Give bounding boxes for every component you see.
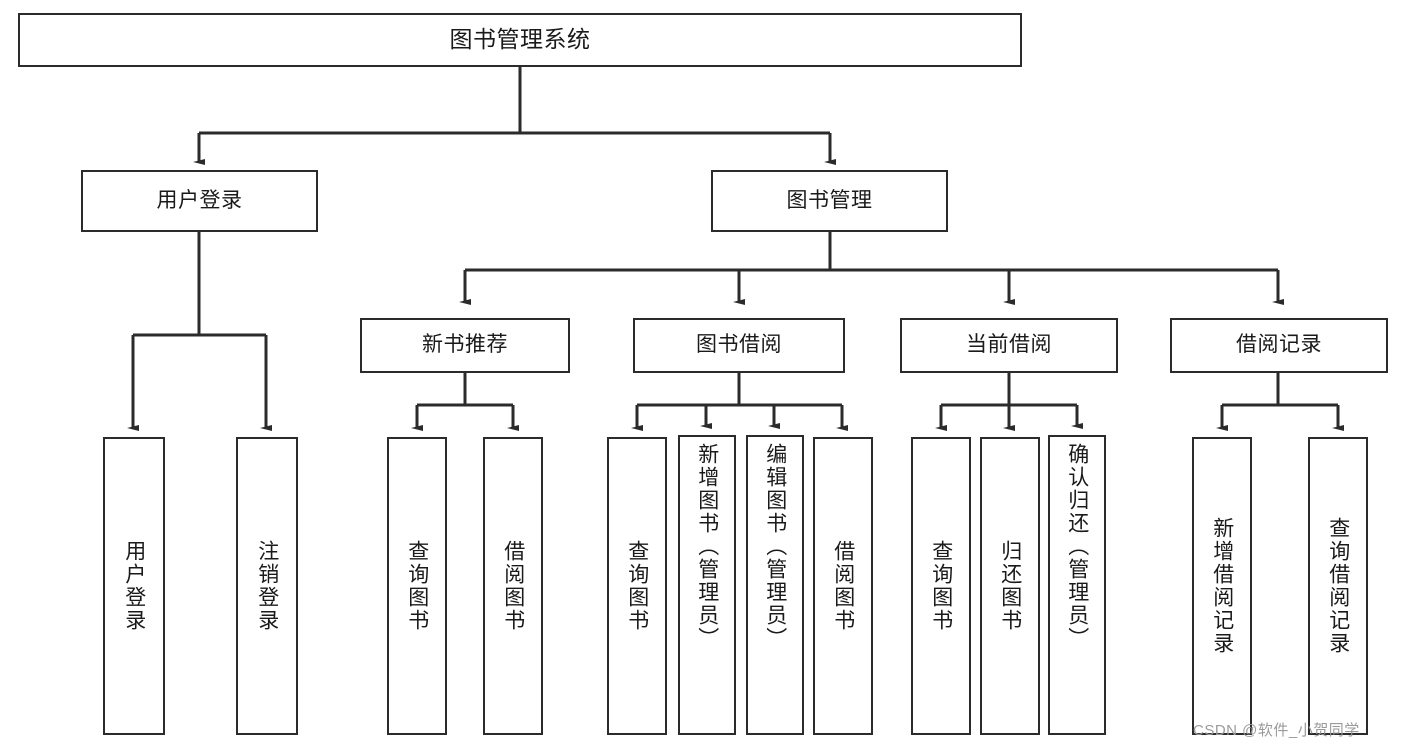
node-leaf-query-record[interactable]: 查询借阅记录 [1308, 437, 1368, 735]
node-book-manage-label: 图书管理 [786, 188, 873, 212]
node-leaf-query-book-1[interactable]: 查询图书 [387, 437, 447, 735]
node-leaf-return-book[interactable]: 归还图书 [980, 437, 1040, 735]
node-leaf-edit-book-label: 编辑图书（管理员） [763, 443, 787, 650]
node-leaf-query-book-1-label: 查询图书 [405, 540, 429, 632]
node-leaf-query-record-label: 查询借阅记录 [1326, 517, 1350, 655]
node-leaf-borrow-book-2[interactable]: 借阅图书 [813, 437, 873, 735]
node-leaf-borrow-book-1[interactable]: 借阅图书 [483, 437, 543, 735]
node-book-borrow-label: 图书借阅 [696, 333, 782, 357]
node-new-book-recommend-label: 新书推荐 [422, 333, 508, 357]
node-leaf-query-book-2[interactable]: 查询图书 [607, 437, 667, 735]
node-book-manage[interactable]: 图书管理 [711, 170, 948, 232]
node-current-borrow-label: 当前借阅 [966, 333, 1052, 357]
node-user-login[interactable]: 用户登录 [81, 170, 318, 232]
node-leaf-add-record-label: 新增借阅记录 [1210, 517, 1234, 655]
node-leaf-logout-login[interactable]: 注销登录 [236, 437, 298, 735]
node-leaf-query-book-3[interactable]: 查询图书 [911, 437, 971, 735]
node-leaf-return-book-label: 归还图书 [998, 540, 1022, 632]
node-borrow-record[interactable]: 借阅记录 [1170, 318, 1388, 373]
node-book-borrow[interactable]: 图书借阅 [633, 318, 845, 373]
node-current-borrow[interactable]: 当前借阅 [900, 318, 1118, 373]
node-leaf-edit-book[interactable]: 编辑图书（管理员） [746, 435, 804, 735]
node-leaf-query-book-3-label: 查询图书 [929, 540, 953, 632]
node-leaf-user-login-label: 用户登录 [122, 540, 146, 632]
node-leaf-user-login[interactable]: 用户登录 [103, 437, 165, 735]
node-root-system[interactable]: 图书管理系统 [18, 13, 1022, 67]
node-leaf-add-book[interactable]: 新增图书（管理员） [678, 435, 736, 735]
node-leaf-confirm-return[interactable]: 确认归还（管理员） [1048, 435, 1106, 735]
node-leaf-query-book-2-label: 查询图书 [625, 540, 649, 632]
node-new-book-recommend[interactable]: 新书推荐 [360, 318, 570, 373]
node-leaf-confirm-return-label: 确认归还（管理员） [1065, 443, 1089, 650]
node-leaf-logout-login-label: 注销登录 [255, 540, 279, 632]
node-leaf-borrow-book-2-label: 借阅图书 [831, 540, 855, 632]
node-user-login-label: 用户登录 [156, 188, 243, 212]
node-borrow-record-label: 借阅记录 [1236, 333, 1322, 357]
node-root-label: 图书管理系统 [449, 26, 591, 53]
node-leaf-add-record[interactable]: 新增借阅记录 [1192, 437, 1252, 735]
csdn-watermark: CSDN @软件_小贺同学 [1193, 722, 1360, 739]
node-leaf-add-book-label: 新增图书（管理员） [695, 443, 719, 650]
node-leaf-borrow-book-1-label: 借阅图书 [501, 540, 525, 632]
